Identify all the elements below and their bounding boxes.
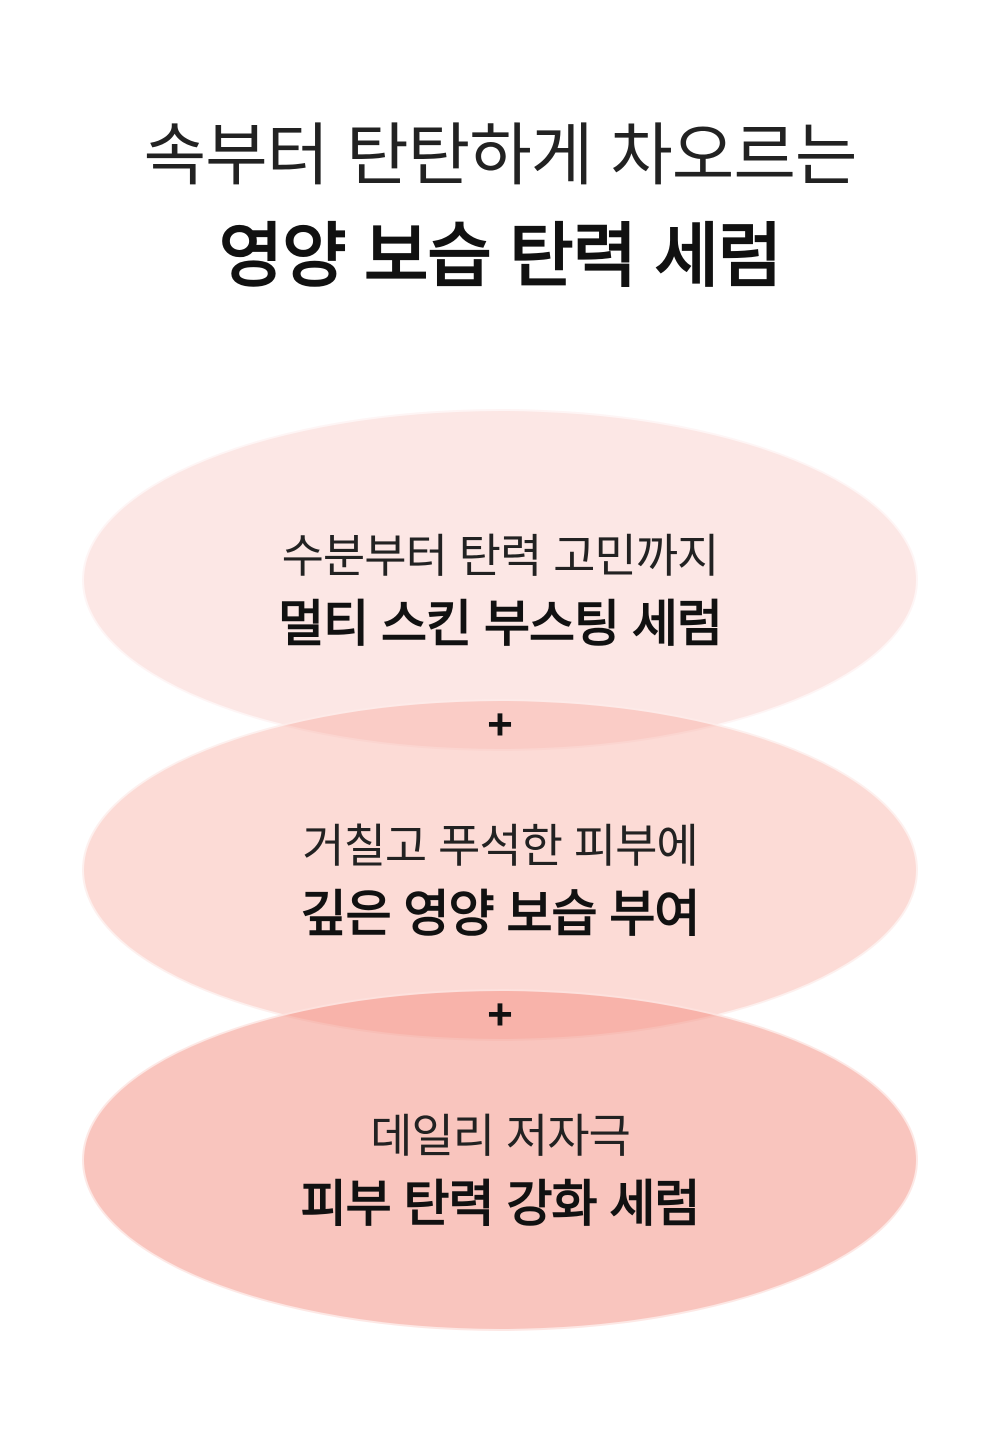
feature-ellipse-2: [82, 699, 918, 1041]
feature-3-title: 피부 탄력 강화 세럼: [300, 1176, 701, 1232]
plus-icon: +: [487, 700, 513, 749]
headline-line2: 영양 보습 탄력 세럼: [218, 217, 783, 295]
feature-1-subtitle: 수분부터 탄력 고민까지: [281, 530, 720, 582]
feature-ellipse-3: [82, 989, 918, 1331]
feature-1-title: 멀티 스킨 부스팅 세럼: [278, 596, 723, 652]
feature-2-subtitle: 거칠고 푸석한 피부에: [302, 820, 698, 872]
feature-3-subtitle: 데일리 저자극: [370, 1110, 631, 1162]
headline-line1: 속부터 탄탄하게 차오르는: [143, 118, 858, 194]
plus-icon: +: [487, 990, 513, 1039]
feature-ellipse-1: [82, 409, 918, 751]
feature-2-title: 깊은 영양 보습 부여: [300, 886, 701, 942]
